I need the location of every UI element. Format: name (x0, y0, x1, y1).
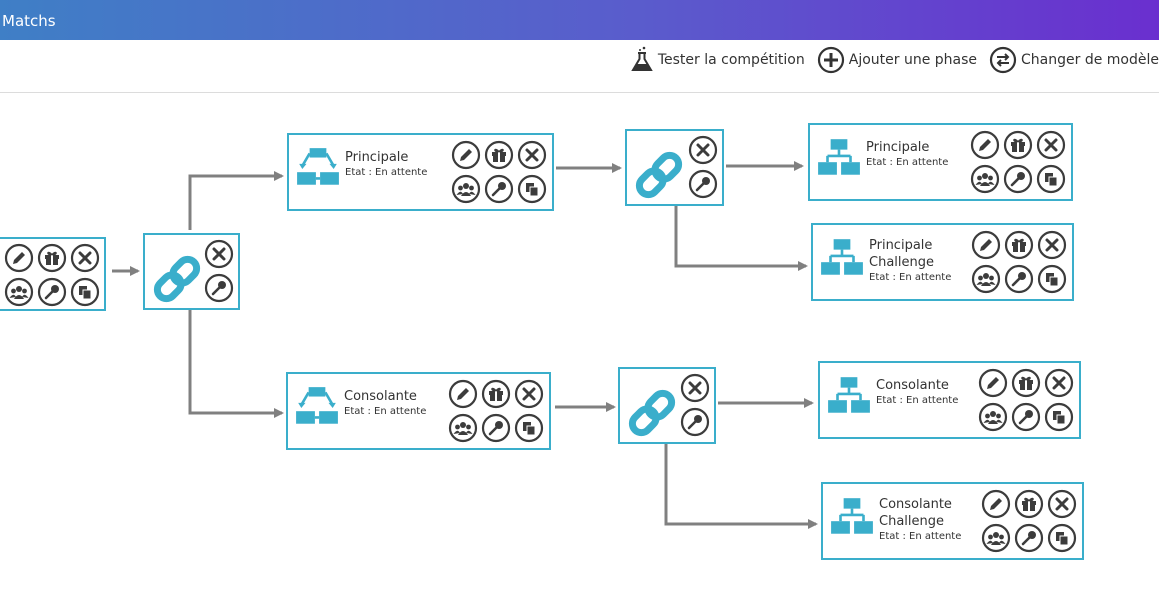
phase-node-principale-challenge[interactable]: Principale Challenge Etat : En attente (811, 223, 1074, 301)
swap-tree-icon (295, 145, 341, 191)
key-icon[interactable] (1011, 402, 1041, 432)
phase-state: Etat : En attente (344, 406, 427, 417)
phase-state: Etat : En attente (866, 157, 949, 168)
connector-node[interactable] (625, 129, 724, 206)
close-icon[interactable] (1037, 230, 1067, 260)
close-icon[interactable] (204, 239, 234, 269)
link-icon (624, 385, 680, 441)
key-icon[interactable] (1003, 164, 1033, 194)
phase-name-line1: Principale (869, 238, 933, 253)
pencil-icon[interactable] (981, 489, 1011, 519)
plus-circle-icon (817, 46, 844, 74)
key-icon[interactable] (1004, 264, 1034, 294)
phase-name-line2: Challenge (879, 514, 944, 529)
pencil-icon[interactable] (978, 368, 1008, 398)
page-title: Matchs (2, 12, 56, 30)
link-icon (631, 147, 687, 203)
key-icon[interactable] (481, 413, 511, 443)
header-divider (0, 92, 1159, 93)
phase-name-line1: Consolante (879, 497, 952, 512)
gift-icon[interactable] (481, 379, 511, 409)
copy-icon[interactable] (1037, 264, 1067, 294)
pencil-icon[interactable] (451, 140, 481, 170)
copy-icon[interactable] (1047, 523, 1077, 553)
connector-node[interactable] (618, 367, 716, 444)
phase-name-line2: Challenge (869, 255, 934, 270)
phase-node-principale[interactable]: Principale Etat : En attente (287, 133, 554, 211)
close-icon[interactable] (517, 140, 547, 170)
phase-state: Etat : En attente (879, 531, 962, 542)
copy-icon[interactable] (514, 413, 544, 443)
pencil-icon[interactable] (4, 243, 34, 273)
group-icon[interactable] (448, 413, 478, 443)
copy-icon[interactable] (517, 174, 547, 204)
flask-icon (631, 46, 653, 71)
close-icon[interactable] (688, 135, 718, 165)
gift-icon[interactable] (1011, 368, 1041, 398)
start-node[interactable] (0, 237, 106, 311)
key-icon[interactable] (37, 277, 67, 307)
key-icon[interactable] (680, 407, 710, 437)
change-model-button[interactable]: Changer de modèle (989, 46, 1159, 74)
test-competition-label: Tester la compétition (657, 52, 805, 68)
close-icon[interactable] (1047, 489, 1077, 519)
app-header: Matchs (0, 0, 1159, 40)
swap-icon (989, 46, 1017, 74)
gift-icon[interactable] (484, 140, 514, 170)
key-icon[interactable] (484, 174, 514, 204)
gift-icon[interactable] (1014, 489, 1044, 519)
phase-node-consolante-main[interactable]: Consolante Etat : En attente (818, 361, 1081, 439)
gift-icon[interactable] (37, 243, 67, 273)
close-icon[interactable] (680, 373, 710, 403)
close-icon[interactable] (1036, 130, 1066, 160)
close-icon[interactable] (1044, 368, 1074, 398)
copy-icon[interactable] (1036, 164, 1066, 194)
phase-name: Principale (866, 140, 930, 155)
close-icon[interactable] (514, 379, 544, 409)
connector-node[interactable] (143, 233, 240, 310)
phase-node-principale-main[interactable]: Principale Etat : En attente (808, 123, 1073, 201)
link-icon (149, 251, 205, 307)
phase-node-consolante-challenge[interactable]: Consolante Challenge Etat : En attente (821, 482, 1084, 560)
group-icon[interactable] (978, 402, 1008, 432)
phase-name: Consolante (876, 378, 949, 393)
phase-name: Consolante (344, 389, 417, 404)
group-icon[interactable] (451, 174, 481, 204)
test-competition-button[interactable]: Tester la compétition (630, 46, 805, 74)
tree-icon (816, 135, 862, 181)
change-model-label: Changer de modèle (1021, 52, 1159, 68)
key-icon[interactable] (688, 169, 718, 199)
key-icon[interactable] (204, 273, 234, 303)
group-icon[interactable] (4, 277, 34, 307)
add-phase-label: Ajouter une phase (848, 52, 978, 68)
swap-tree-icon (294, 384, 340, 430)
close-icon[interactable] (70, 243, 100, 273)
group-icon[interactable] (981, 523, 1011, 553)
phase-node-consolante[interactable]: Consolante Etat : En attente (286, 372, 551, 450)
phase-state: Etat : En attente (345, 167, 428, 178)
group-icon[interactable] (971, 264, 1001, 294)
phase-state: Etat : En attente (869, 272, 952, 283)
gift-icon[interactable] (1004, 230, 1034, 260)
pencil-icon[interactable] (448, 379, 478, 409)
key-icon[interactable] (1014, 523, 1044, 553)
add-phase-button[interactable]: Ajouter une phase (817, 46, 977, 74)
copy-icon[interactable] (70, 277, 100, 307)
phase-name: Principale (345, 150, 409, 165)
phase-state: Etat : En attente (876, 395, 959, 406)
pencil-icon[interactable] (970, 130, 1000, 160)
pencil-icon[interactable] (971, 230, 1001, 260)
tree-icon (829, 494, 875, 540)
toolbar: Tester la compétition Ajouter une phase … (618, 44, 1159, 76)
tree-icon (819, 235, 865, 281)
group-icon[interactable] (970, 164, 1000, 194)
copy-icon[interactable] (1044, 402, 1074, 432)
gift-icon[interactable] (1003, 130, 1033, 160)
tree-icon (826, 373, 872, 419)
